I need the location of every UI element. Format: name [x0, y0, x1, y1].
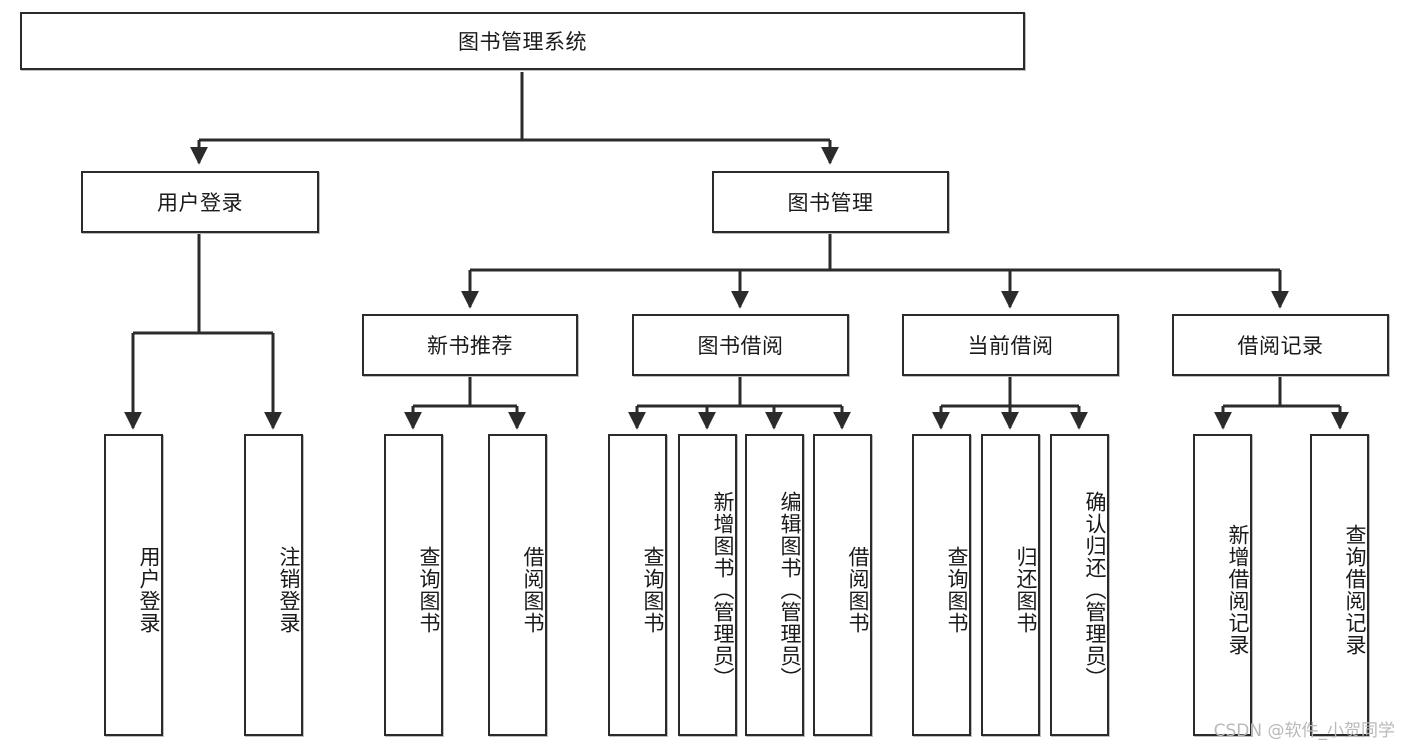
- csdn-watermark: CSDN @软件_小贺同学: [1213, 721, 1395, 741]
- leaf-add-book-label: 新增图书（管理员）: [711, 491, 735, 689]
- node-current-borrow[interactable]: 当前借阅: [902, 314, 1119, 376]
- leaf-user-login-label: 用户登录: [137, 546, 161, 634]
- leaf-query-record-label: 查询借阅记录: [1343, 524, 1367, 656]
- leaf-confirm-return[interactable]: 确认归还（管理员）: [1050, 434, 1109, 736]
- leaf-add-record[interactable]: 新增借阅记录: [1193, 434, 1252, 736]
- leaf-edit-book[interactable]: 编辑图书（管理员）: [745, 434, 804, 736]
- node-book-management[interactable]: 图书管理: [712, 171, 949, 233]
- leaf-query-book-2[interactable]: 查询图书: [608, 434, 667, 736]
- leaf-query-book-2-label: 查询图书: [641, 546, 665, 634]
- leaf-user-login[interactable]: 用户登录: [104, 434, 163, 736]
- node-book-borrow-label: 图书借阅: [697, 334, 784, 358]
- node-book-management-label: 图书管理: [787, 191, 874, 215]
- leaf-add-book[interactable]: 新增图书（管理员）: [678, 434, 737, 736]
- leaf-query-book-1-label: 查询图书: [417, 546, 441, 634]
- leaf-return-book-label: 归还图书: [1014, 546, 1038, 634]
- node-user-login-label: 用户登录: [157, 191, 243, 215]
- leaf-query-record[interactable]: 查询借阅记录: [1310, 434, 1369, 736]
- leaf-logout-login[interactable]: 注销登录: [244, 434, 303, 736]
- leaf-borrow-book-1[interactable]: 借阅图书: [488, 434, 547, 736]
- node-borrow-record-label: 借阅记录: [1237, 334, 1324, 358]
- leaf-query-book-3-label: 查询图书: [945, 546, 969, 634]
- leaf-borrow-book-2-label: 借阅图书: [846, 546, 870, 634]
- leaf-edit-book-label: 编辑图书（管理员）: [778, 491, 802, 689]
- node-new-book-recommend-label: 新书推荐: [427, 334, 513, 358]
- leaf-query-book-3[interactable]: 查询图书: [912, 434, 971, 736]
- leaf-borrow-book-1-label: 借阅图书: [521, 546, 545, 634]
- leaf-confirm-return-label: 确认归还（管理员）: [1083, 491, 1107, 689]
- node-new-book-recommend[interactable]: 新书推荐: [362, 314, 578, 376]
- leaf-logout-login-label: 注销登录: [277, 546, 301, 634]
- node-borrow-record[interactable]: 借阅记录: [1172, 314, 1389, 376]
- leaf-borrow-book-2[interactable]: 借阅图书: [813, 434, 872, 736]
- leaf-query-book-1[interactable]: 查询图书: [384, 434, 443, 736]
- leaf-return-book[interactable]: 归还图书: [981, 434, 1040, 736]
- node-book-borrow[interactable]: 图书借阅: [632, 314, 849, 376]
- node-root-label: 图书管理系统: [458, 30, 587, 54]
- node-current-borrow-label: 当前借阅: [967, 334, 1054, 358]
- node-user-login[interactable]: 用户登录: [81, 171, 319, 233]
- node-root[interactable]: 图书管理系统: [20, 12, 1025, 70]
- leaf-add-record-label: 新增借阅记录: [1226, 524, 1250, 656]
